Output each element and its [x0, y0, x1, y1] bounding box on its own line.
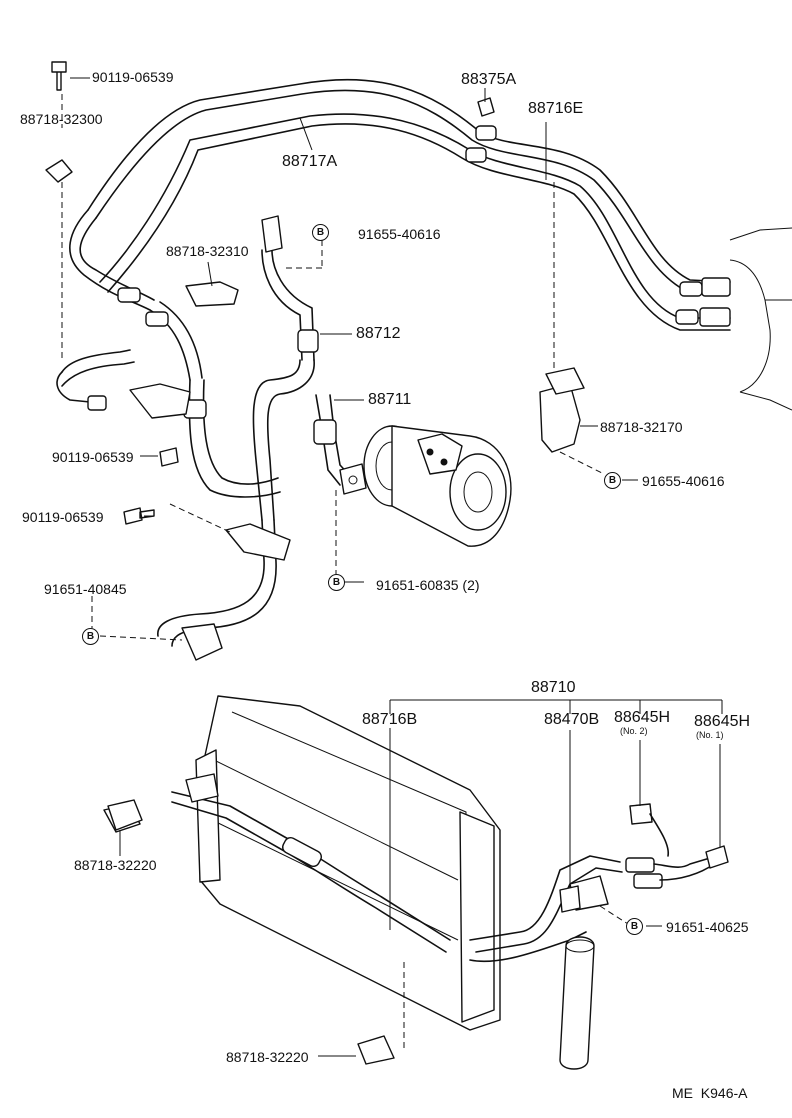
- pressure-switches: [625, 803, 729, 889]
- label-88718-32220-left: 88718-32220: [74, 857, 157, 873]
- label-88716B: 88716B: [362, 711, 418, 728]
- tube-assembly-upper: [69, 78, 731, 381]
- bolt-90119-06539-top: [51, 61, 67, 91]
- label-90119-06539-mid: 90119-06539: [52, 449, 134, 465]
- bolt-marker-91651-40625: B: [626, 918, 643, 935]
- condenser: [195, 695, 501, 1031]
- receiver-dryer: [559, 936, 595, 1070]
- label-88718-32310: 88718-32310: [166, 243, 249, 259]
- label-88710: 88710: [531, 679, 576, 696]
- bolt-marker-91655-40616-low: B: [604, 472, 621, 489]
- bolt-marker-91651-40845: B: [82, 628, 99, 645]
- label-88375A: 88375A: [461, 71, 517, 88]
- label-91655-40616-top: 91655-40616: [358, 226, 441, 242]
- diagram-code: ME K946-A: [672, 1085, 748, 1101]
- clip-88718-32300: [45, 159, 73, 183]
- lower-pipe: [129, 281, 291, 661]
- leader-lines: [61, 77, 723, 1057]
- engine-outline: [729, 227, 792, 411]
- bolt-marker-91651-60835: B: [328, 574, 345, 591]
- bolt-marker-91655-40616-top: B: [312, 224, 329, 241]
- label-88470B: 88470B: [544, 711, 600, 728]
- label-88718-32170: 88718-32170: [600, 419, 683, 435]
- label-88712: 88712: [356, 325, 401, 342]
- label-91651-60835: 91651-60835 (2): [376, 577, 480, 593]
- left-hose: [56, 349, 135, 411]
- bolt-90119-06539-low: [123, 507, 155, 525]
- bracket-88718-32170: [539, 367, 585, 453]
- label-90119-06539-low: 90119-06539: [22, 509, 104, 525]
- label-88711: 88711: [368, 391, 412, 408]
- label-no1: (No. 1): [696, 730, 724, 740]
- pipe-88716B: [103, 773, 451, 953]
- label-91655-40616-low: 91655-40616: [642, 473, 725, 489]
- label-88645H-no2: 88645H: [614, 709, 671, 726]
- label-88716E: 88716E: [528, 100, 584, 117]
- label-88645H-no1: 88645H: [694, 713, 751, 730]
- hose-88712: [261, 215, 319, 361]
- clip-88718-32220-bottom: [357, 1035, 395, 1065]
- label-88718-32220-bottom: 88718-32220: [226, 1049, 309, 1065]
- clip-88718-32220-left: [107, 799, 143, 831]
- bolt-90119-06539-mid: [159, 447, 179, 467]
- label-91651-40845: 91651-40845: [44, 581, 127, 597]
- label-91651-40625: 91651-40625: [666, 919, 749, 935]
- label-90119-06539-top: 90119-06539: [92, 69, 174, 85]
- label-no2: (No. 2): [620, 726, 648, 736]
- compressor: [339, 425, 512, 547]
- label-88718-32300: 88718-32300: [20, 111, 103, 127]
- label-88717A: 88717A: [282, 153, 338, 170]
- hose-88711: [183, 359, 353, 521]
